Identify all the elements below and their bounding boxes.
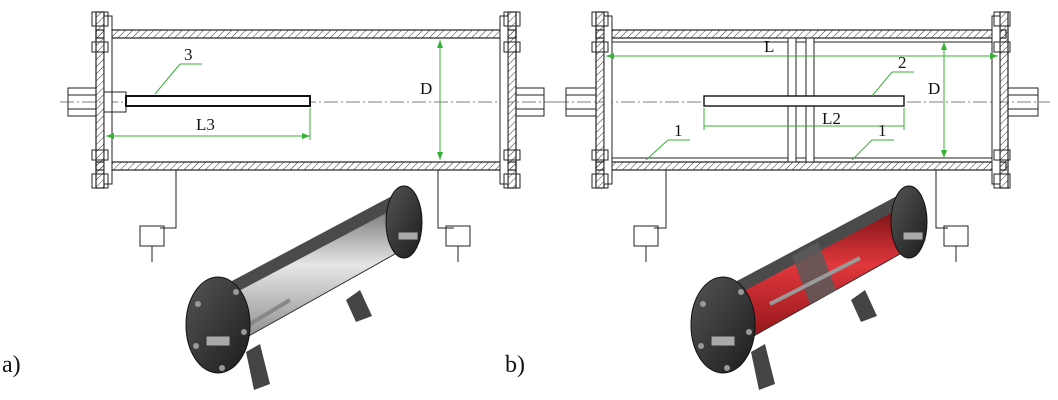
dimension-D-a: [437, 40, 443, 160]
left-flange: [91, 11, 113, 189]
right-flange-b: [991, 11, 1011, 189]
dimension-D-label-b: D: [928, 79, 940, 98]
callout-leader-3: [154, 63, 202, 95]
render-b-red: [690, 185, 928, 390]
callout-2-label: 2: [898, 53, 907, 72]
left-flange-b: [591, 11, 613, 189]
panel-a-label: a): [2, 352, 21, 378]
left-fitting-b: [565, 87, 597, 117]
left-support-b: [633, 170, 667, 262]
panel-a-drawing: [60, 11, 555, 262]
right-fitting-b: [1007, 87, 1039, 117]
render-a-grey: [185, 185, 423, 390]
callout-leaders-b: [645, 71, 914, 161]
probe-2: [703, 95, 905, 107]
right-support: [437, 170, 471, 262]
dimension-L3: [106, 108, 311, 140]
panel-b-drawing: [555, 11, 1050, 262]
probe-3: [125, 95, 311, 107]
bottom-wall-b: [595, 161, 1007, 171]
dimension-L2-label: L2: [822, 109, 841, 128]
dimension-D-b: [941, 42, 947, 158]
bottom-wall: [95, 161, 517, 171]
right-fitting: [515, 87, 545, 117]
left-support: [139, 170, 177, 262]
dimension-L-label: L: [764, 37, 774, 56]
callout-3-label: 3: [184, 45, 193, 64]
right-flange: [499, 11, 521, 189]
top-wall-b: [595, 29, 1007, 39]
right-support-b: [935, 170, 969, 262]
dimension-D-label-a: D: [420, 79, 432, 98]
dimension-L3-label: L3: [196, 115, 215, 134]
callout-1-right-label: 1: [878, 121, 887, 140]
top-wall: [95, 29, 517, 39]
callout-1-left-label: 1: [674, 121, 683, 140]
dimension-L2: [703, 108, 905, 130]
dimension-L: [606, 53, 998, 59]
panel-b-label: b): [505, 352, 525, 378]
